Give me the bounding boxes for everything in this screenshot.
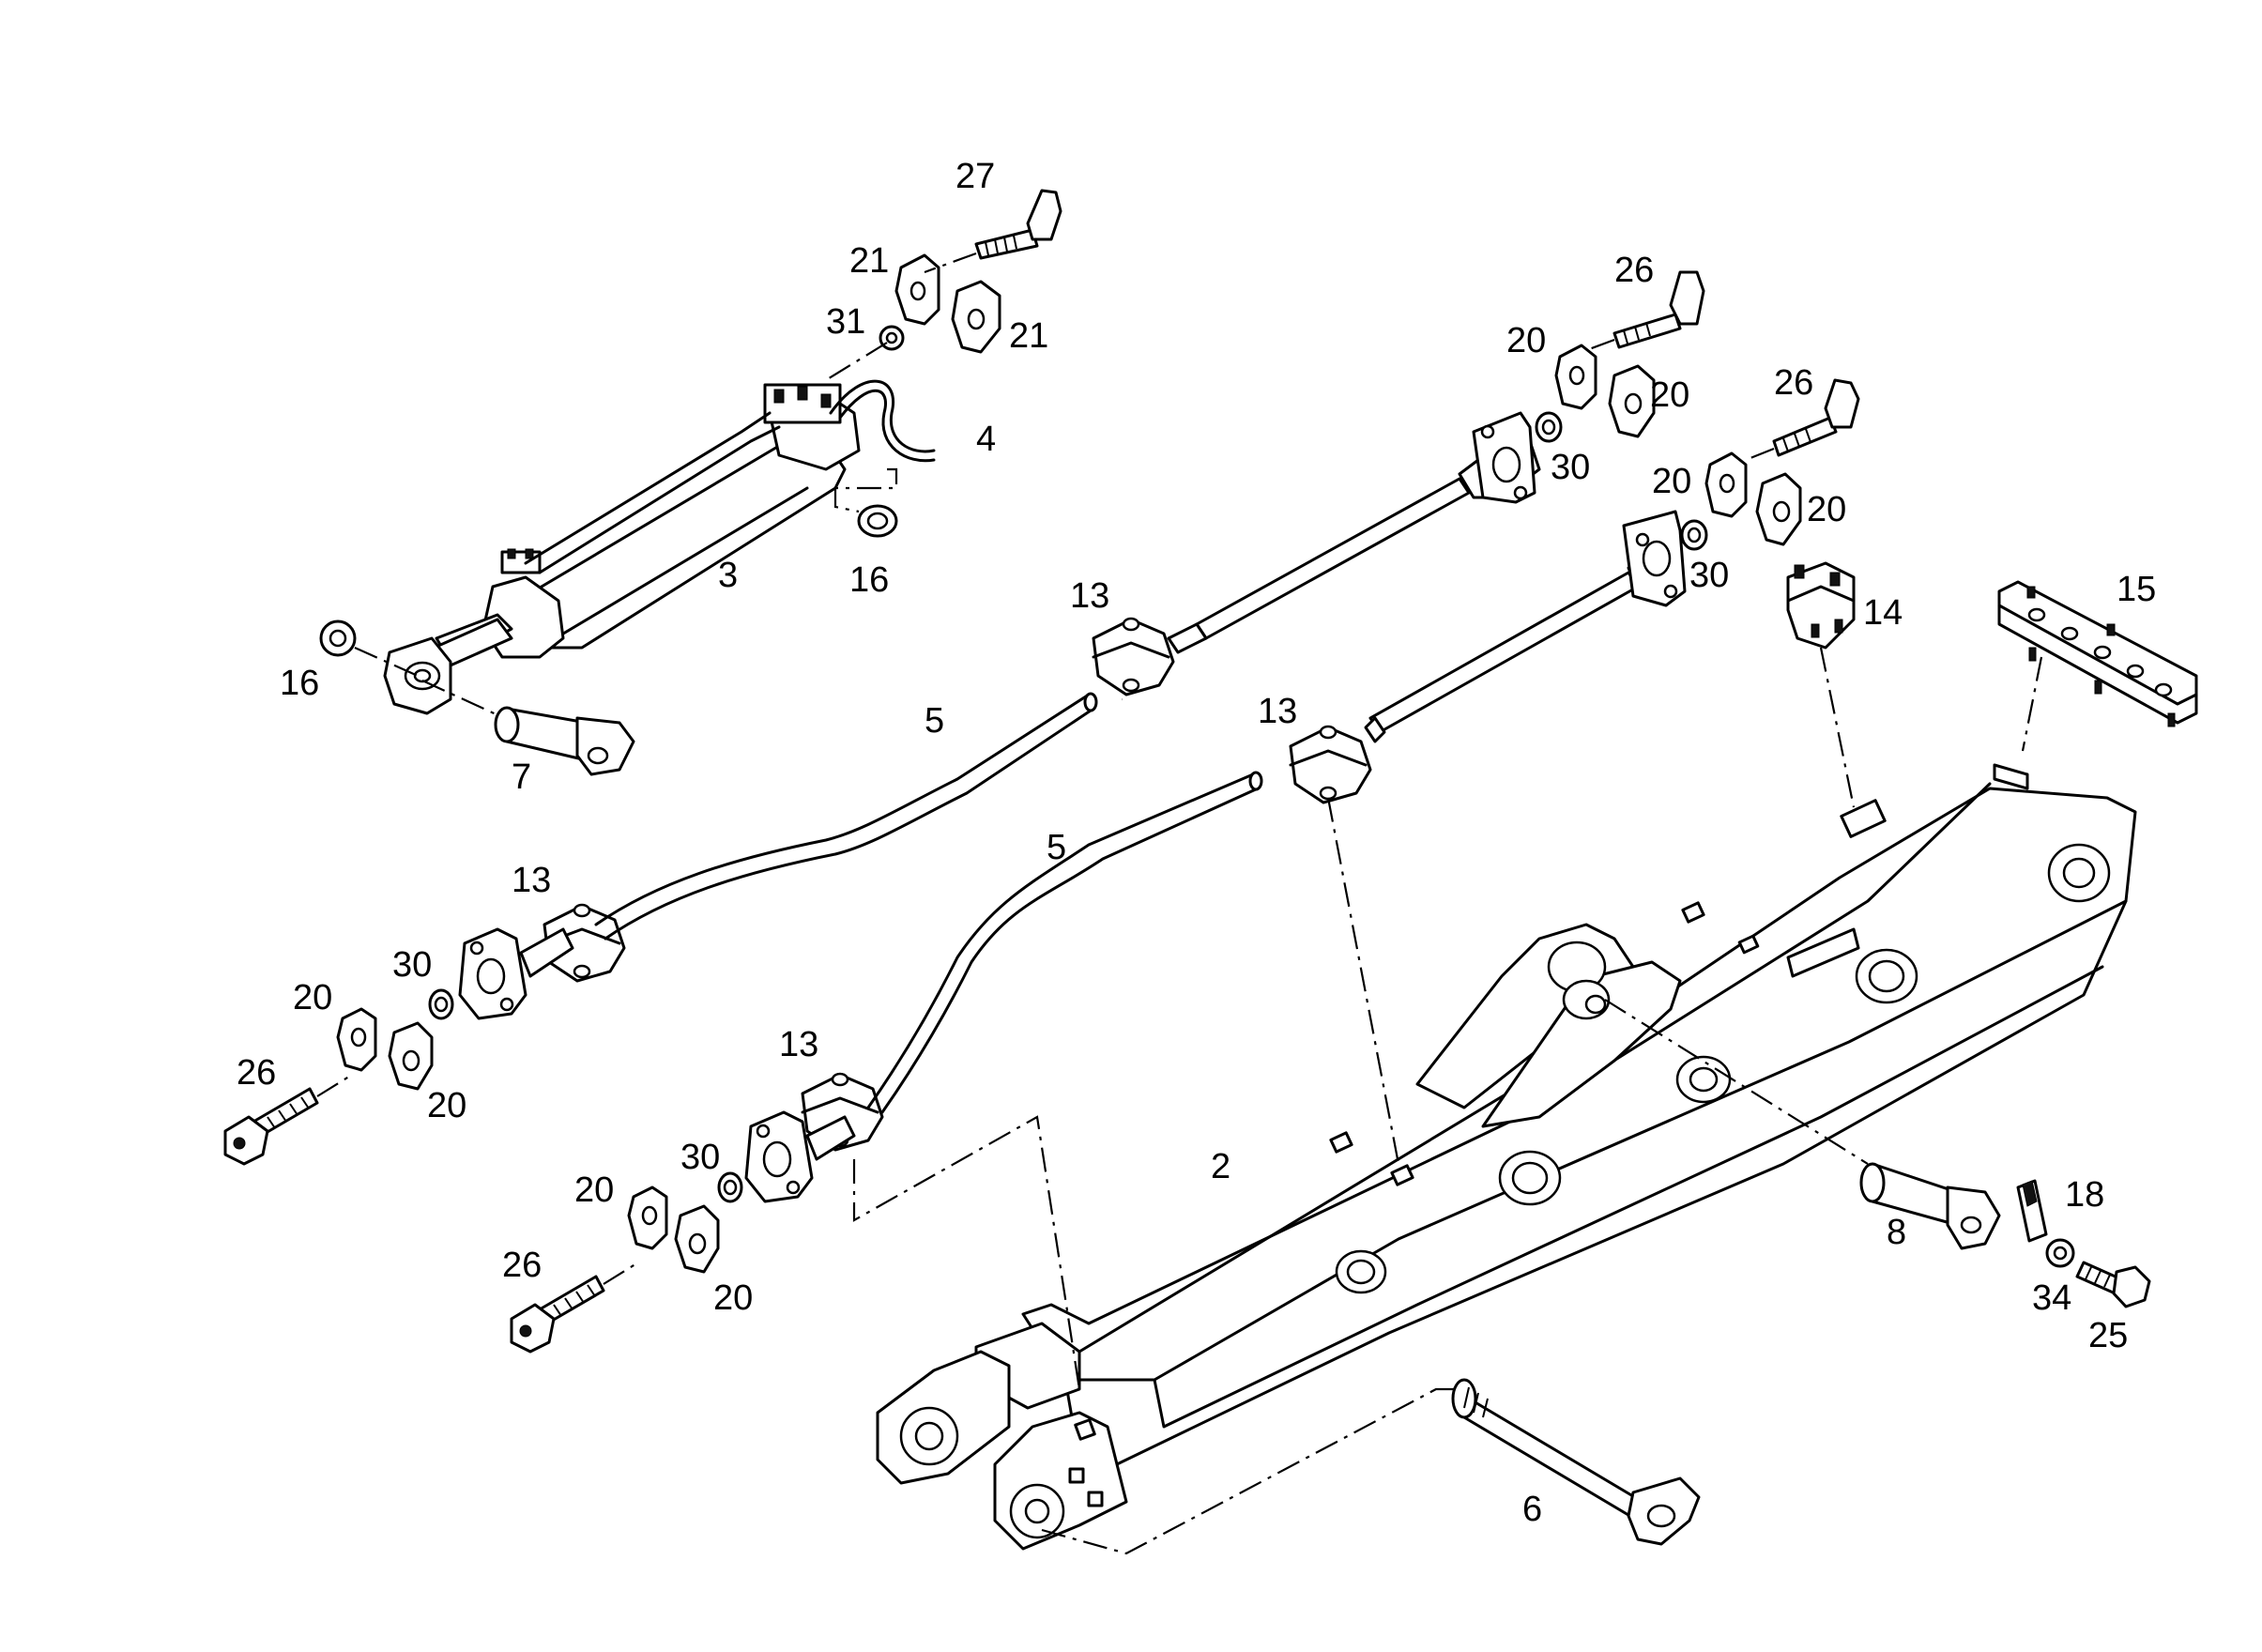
washer-30-upper-right bbox=[1535, 411, 1563, 443]
clamp-block-14 bbox=[1786, 561, 1856, 650]
callout-21: 21 bbox=[1009, 316, 1048, 356]
washer-16-right bbox=[857, 504, 898, 538]
callout-20: 20 bbox=[713, 1278, 753, 1318]
callout-26: 26 bbox=[1614, 251, 1654, 290]
callout-25: 25 bbox=[2088, 1316, 2128, 1355]
tube-5-lower bbox=[866, 771, 1263, 1114]
callout-31: 31 bbox=[826, 302, 865, 342]
pin-6 bbox=[1451, 1378, 1701, 1546]
callout-20: 20 bbox=[1650, 375, 1689, 415]
callout-20: 20 bbox=[1506, 321, 1546, 360]
bolt-26-left-lower bbox=[510, 1275, 605, 1354]
bolt-27 bbox=[974, 189, 1062, 260]
callout-6: 6 bbox=[1522, 1490, 1542, 1529]
plate-18 bbox=[2016, 1179, 2048, 1243]
clamp-half-20-left-lower-front bbox=[627, 1185, 668, 1250]
callout-13: 13 bbox=[1070, 576, 1109, 616]
clamp-half-20-upper-right-front bbox=[1554, 344, 1597, 410]
callout-13: 13 bbox=[779, 1025, 818, 1064]
callout-8: 8 bbox=[1887, 1213, 1906, 1252]
callout-15: 15 bbox=[2117, 570, 2156, 609]
callout-20: 20 bbox=[1652, 462, 1691, 501]
bolt-26-right bbox=[1772, 378, 1860, 457]
tube-upper bbox=[1195, 411, 1541, 640]
callout-30: 30 bbox=[1551, 448, 1590, 487]
callout-14: 14 bbox=[1863, 593, 1903, 633]
callout-20: 20 bbox=[574, 1170, 614, 1210]
callout-13: 13 bbox=[512, 861, 551, 900]
clamp-half-20-left-lower-back bbox=[674, 1204, 720, 1274]
hydraulic-cylinder bbox=[383, 379, 936, 715]
callout-3: 3 bbox=[718, 556, 738, 595]
bolt-26-upper-right bbox=[1612, 270, 1705, 349]
callout-2: 2 bbox=[1211, 1147, 1230, 1186]
clamp-half-20-left-upper-front bbox=[336, 1007, 377, 1072]
washer-30-left-upper bbox=[428, 988, 454, 1020]
callout-26: 26 bbox=[1774, 363, 1813, 403]
flange-left-lower bbox=[744, 1110, 856, 1203]
callout-7: 7 bbox=[512, 757, 531, 797]
washer-30-left-lower bbox=[717, 1171, 743, 1203]
callout-30: 30 bbox=[392, 945, 432, 985]
callout-16: 16 bbox=[849, 560, 889, 600]
clamp-half-21-front bbox=[894, 253, 940, 326]
bolt-26-left-upper bbox=[223, 1087, 319, 1166]
washer-30-lower-right bbox=[1680, 519, 1708, 551]
clamp-13-upper-mid bbox=[1092, 617, 1175, 696]
callout-30: 30 bbox=[1689, 556, 1729, 595]
clamp-half-20-right-back bbox=[1755, 472, 1802, 546]
tube-lower-right bbox=[1368, 510, 1687, 734]
clamp-half-20-upper-right-back bbox=[1608, 364, 1656, 438]
washer-16-left bbox=[319, 620, 357, 657]
pin-7 bbox=[494, 706, 635, 776]
callout-27: 27 bbox=[955, 157, 995, 196]
boom-arm bbox=[876, 763, 2137, 1551]
callout-5: 5 bbox=[1047, 828, 1066, 867]
callout-34: 34 bbox=[2032, 1278, 2071, 1318]
bar-15 bbox=[1997, 580, 2198, 727]
flange-left-upper bbox=[458, 927, 574, 1020]
clamp-13-mid bbox=[1289, 725, 1372, 804]
callout-20: 20 bbox=[427, 1086, 466, 1125]
callout-4: 4 bbox=[976, 420, 996, 459]
pin-8 bbox=[1859, 1162, 2001, 1250]
clamp-half-20-left-upper-back bbox=[388, 1021, 434, 1091]
callout-21: 21 bbox=[849, 241, 889, 281]
callout-30: 30 bbox=[680, 1138, 720, 1177]
callout-20: 20 bbox=[1807, 490, 1846, 529]
bolt-25 bbox=[2075, 1261, 2151, 1308]
callout-18: 18 bbox=[2065, 1175, 2104, 1215]
clamp-half-20-right-front bbox=[1704, 451, 1748, 518]
clamp-half-21-back bbox=[951, 280, 1001, 354]
callout-20: 20 bbox=[293, 978, 332, 1017]
callout-5: 5 bbox=[925, 701, 944, 741]
callout-26: 26 bbox=[502, 1246, 542, 1285]
tube-5-upper bbox=[594, 692, 1098, 941]
washer-34 bbox=[2045, 1238, 2075, 1268]
callout-26: 26 bbox=[237, 1053, 276, 1093]
callout-16: 16 bbox=[280, 664, 319, 703]
callout-13: 13 bbox=[1258, 692, 1297, 731]
